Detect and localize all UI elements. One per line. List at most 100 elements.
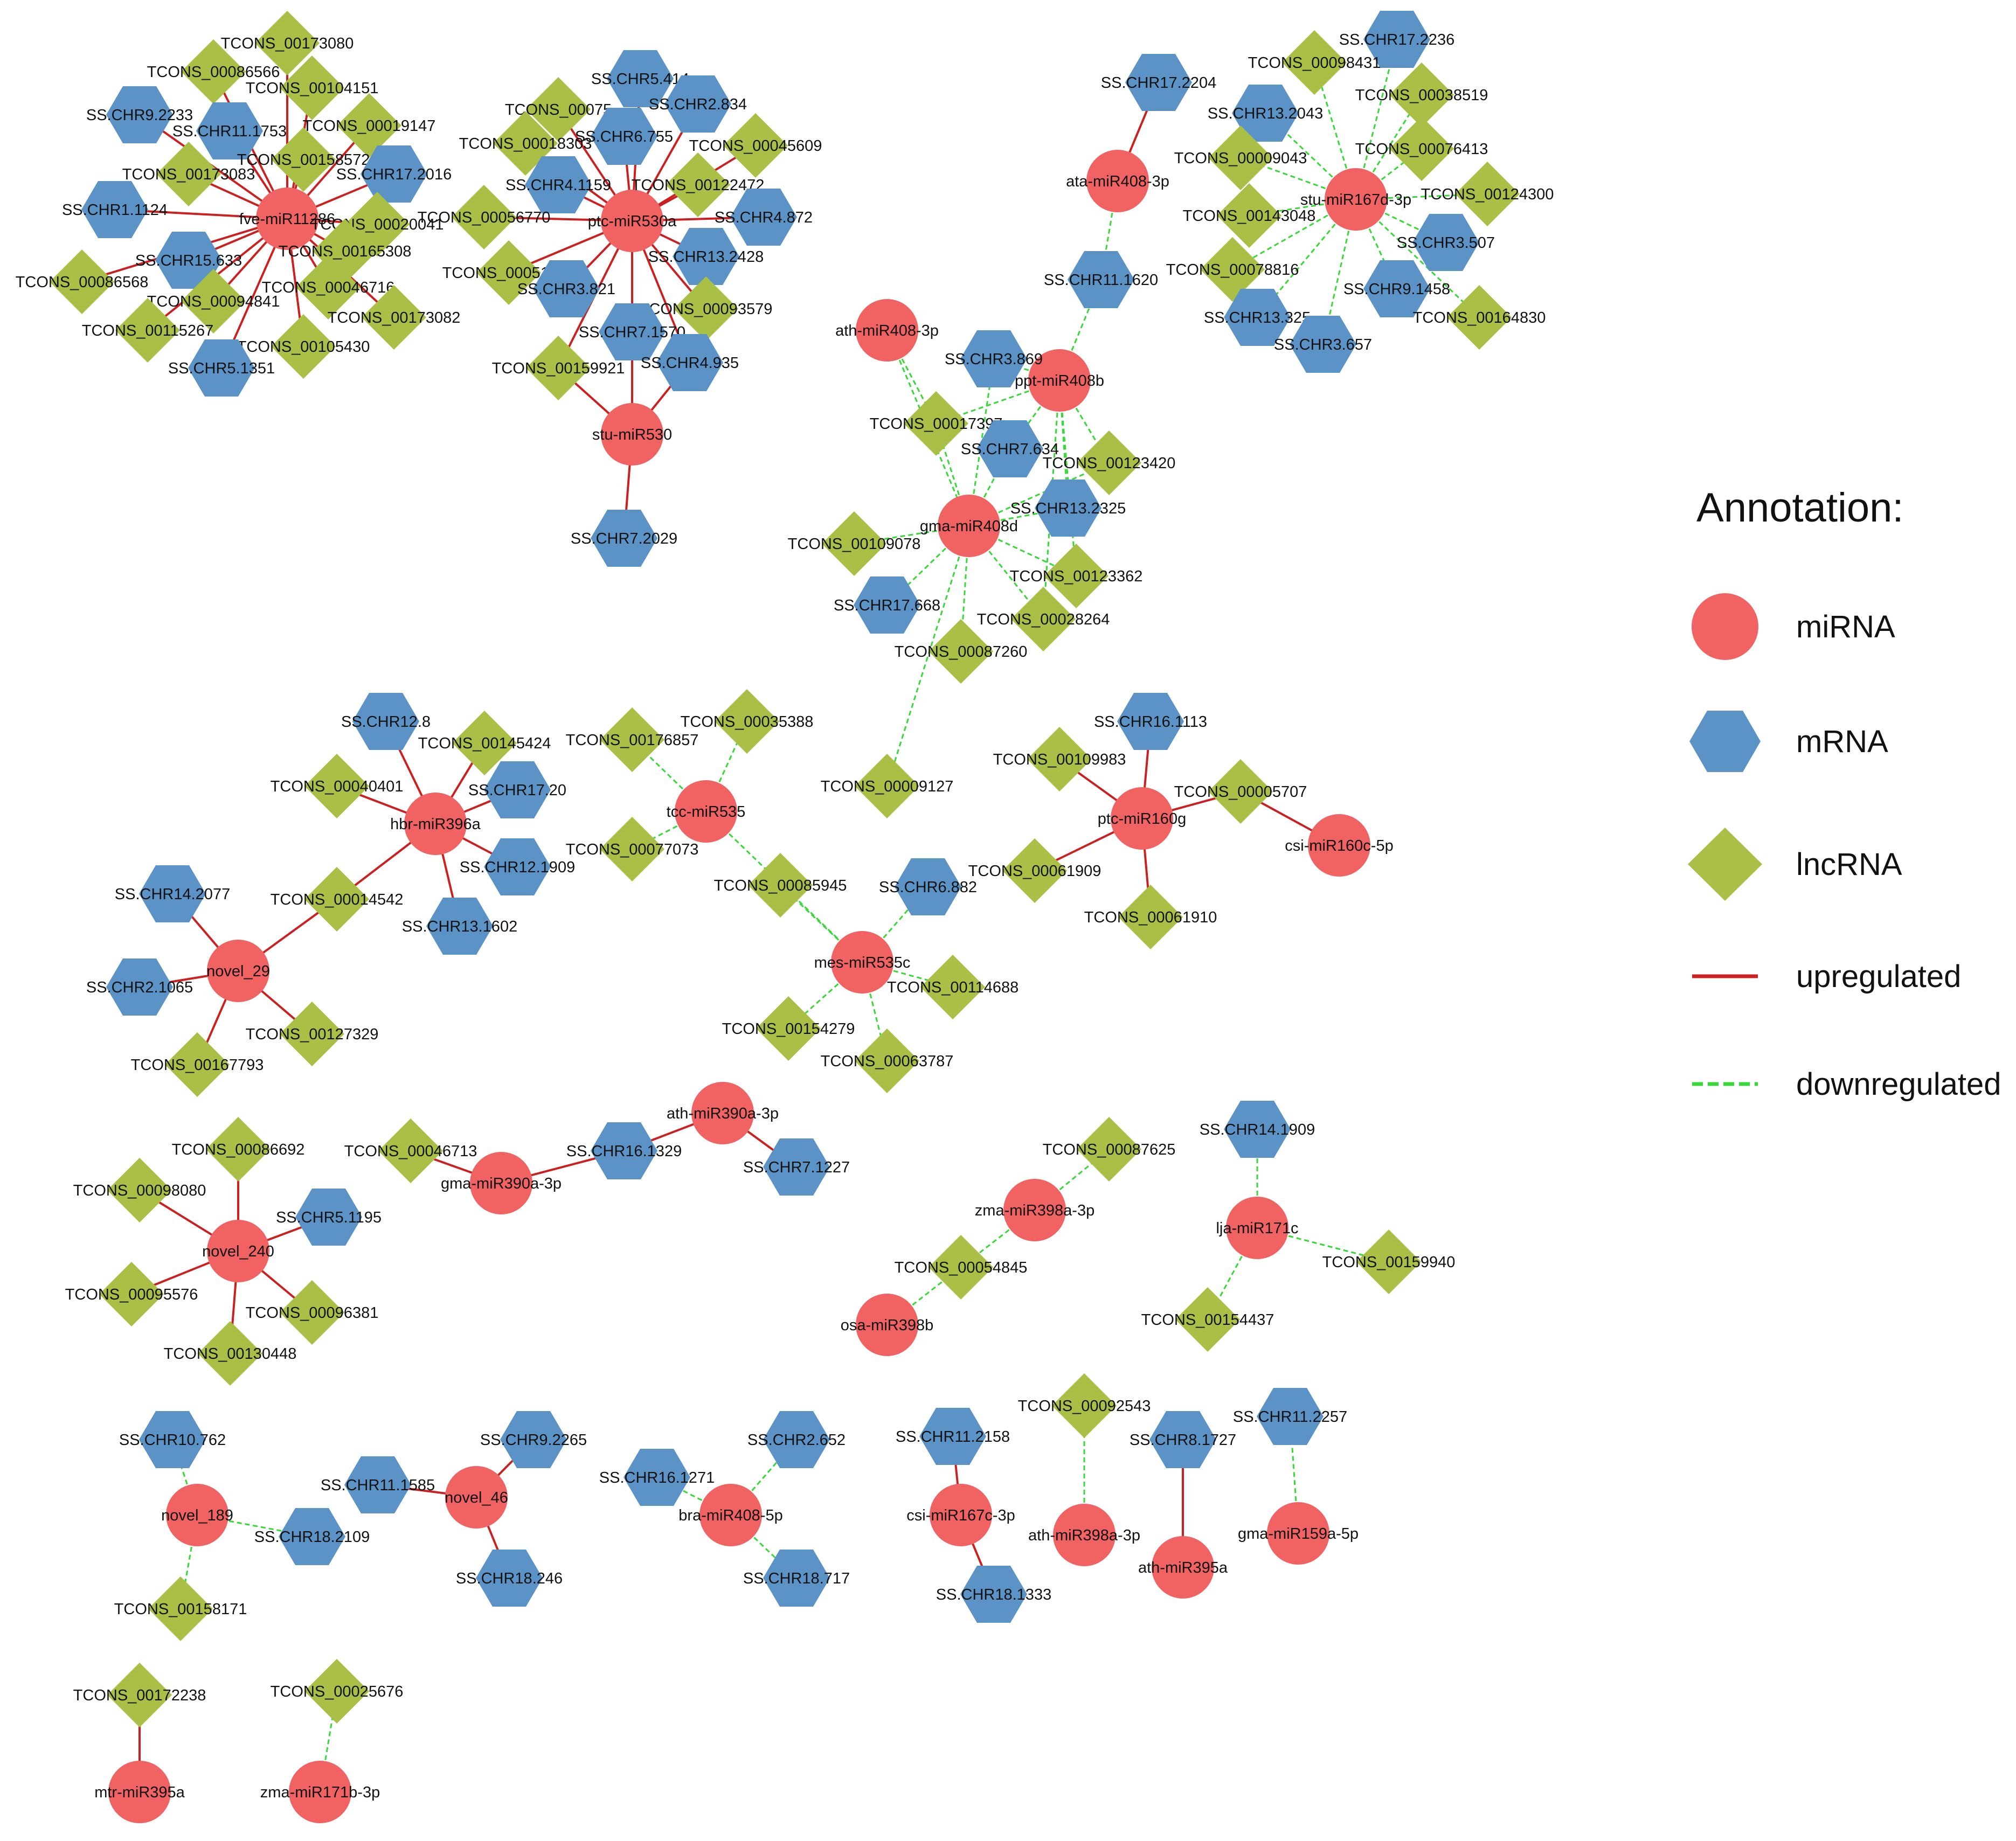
node-tcons-00086568[interactable]: TCONS_00086568	[16, 249, 149, 314]
node-ptc-mir160g[interactable]: ptc-miR160g	[1098, 787, 1186, 850]
node-ss-chr14-2077[interactable]: SS.CHR14.2077	[115, 865, 230, 922]
node-tcons-00096381[interactable]: TCONS_00096381	[246, 1280, 379, 1345]
node-tcons-00028264[interactable]: TCONS_00028264	[977, 587, 1110, 651]
node-tcons-00014542[interactable]: TCONS_00014542	[271, 867, 404, 932]
node-ss-chr14-1909[interactable]: SS.CHR14.1909	[1200, 1101, 1315, 1158]
node-ss-chr16-1271[interactable]: SS.CHR16.1271	[599, 1449, 715, 1506]
node-ss-chr12-8[interactable]: SS.CHR12.8	[341, 693, 431, 750]
node-tcons-00045609[interactable]: TCONS_00045609	[689, 113, 822, 178]
node-ath-mir390a-3p[interactable]: ath-miR390a-3p	[667, 1082, 779, 1144]
node-ss-chr11-2158[interactable]: SS.CHR11.2158	[896, 1408, 1010, 1465]
node-tcons-00104151[interactable]: TCONS_00104151	[246, 55, 379, 120]
node-ss-chr13-325[interactable]: SS.CHR13.325	[1204, 289, 1311, 346]
node-tcons-00105430[interactable]: TCONS_00105430	[237, 314, 370, 379]
node-tcons-00094841[interactable]: TCONS_00094841	[147, 269, 280, 334]
node-ss-chr5-1351[interactable]: SS.CHR5.1351	[168, 339, 275, 397]
node-ss-chr12-1909[interactable]: SS.CHR12.1909	[460, 838, 575, 895]
node-ss-chr9-2265[interactable]: SS.CHR9.2265	[480, 1411, 587, 1468]
node-tcons-00046713[interactable]: TCONS_00046713	[344, 1119, 477, 1183]
node-ss-chr7-1570[interactable]: SS.CHR7.1570	[579, 303, 685, 360]
node-tcons-00124300[interactable]: TCONS_00124300	[1421, 162, 1554, 226]
node-tcons-00122472[interactable]: TCONS_00122472	[632, 152, 765, 217]
node-tcons-00154279[interactable]: TCONS_00154279	[722, 996, 855, 1061]
node-tcons-00046716[interactable]: TCONS_00046716	[262, 255, 395, 319]
node-tcons-00025676[interactable]: TCONS_00025676	[271, 1659, 404, 1724]
node-novel-29[interactable]: novel_29	[206, 940, 270, 1002]
node-ss-chr15-633[interactable]: SS.CHR15.633	[135, 232, 242, 289]
node-tcons-00173082[interactable]: TCONS_00173082	[328, 285, 461, 350]
node-ss-chr11-2257[interactable]: SS.CHR11.2257	[1233, 1388, 1347, 1445]
node-ss-chr3-821[interactable]: SS.CHR3.821	[517, 260, 615, 317]
node-stu-mir530[interactable]: stu-miR530	[592, 403, 672, 466]
node-zma-mir171b-3p[interactable]: zma-miR171b-3p	[260, 1761, 380, 1823]
node-tcons-00109078[interactable]: TCONS_00109078	[788, 511, 921, 576]
node-ss-chr9-1458[interactable]: SS.CHR9.1458	[1343, 260, 1450, 317]
node-tcons-00173083[interactable]: TCONS_00173083	[122, 142, 255, 206]
node-tcons-00061910[interactable]: TCONS_00061910	[1084, 885, 1217, 949]
node-ss-chr13-2325[interactable]: SS.CHR13.2325	[1010, 480, 1126, 537]
node-tcons-00005707[interactable]: TCONS_00005707	[1174, 759, 1307, 824]
node-ss-chr7-1227[interactable]: SS.CHR7.1227	[743, 1138, 850, 1196]
node-ss-chr1-1124[interactable]: SS.CHR1.1124	[62, 181, 168, 238]
node-ath-mir398a-3p[interactable]: ath-miR398a-3p	[1028, 1504, 1140, 1566]
node-tcons-00172238[interactable]: TCONS_00172238	[73, 1663, 206, 1727]
node-tcons-00085945[interactable]: TCONS_00085945	[714, 853, 847, 918]
node-ss-chr2-834[interactable]: SS.CHR2.834	[649, 75, 747, 133]
node-tcons-00092543[interactable]: TCONS_00092543	[1018, 1373, 1151, 1438]
node-ss-chr10-762[interactable]: SS.CHR10.762	[119, 1411, 226, 1468]
node-tcons-00009127[interactable]: TCONS_00009127	[821, 754, 954, 818]
node-ss-chr3-869[interactable]: SS.CHR3.869	[945, 330, 1043, 387]
node-ss-chr16-1113[interactable]: SS.CHR16.1113	[1094, 693, 1207, 750]
node-ss-chr5-1195[interactable]: SS.CHR5.1195	[276, 1189, 382, 1246]
node-ss-chr2-652[interactable]: SS.CHR2.652	[747, 1411, 846, 1468]
node-ptc-mir530a[interactable]: ptc-miR530a	[588, 190, 677, 252]
node-tcons-00009043[interactable]: TCONS_00009043	[1174, 126, 1307, 190]
node-tcons-00098431[interactable]: TCONS_00098431	[1248, 30, 1381, 95]
node-ss-chr17-668[interactable]: SS.CHR17.668	[834, 576, 940, 634]
node-ss-chr3-657[interactable]: SS.CHR3.657	[1274, 316, 1372, 373]
node-tcons-00115267[interactable]: TCONS_00115267	[82, 298, 214, 363]
node-tcons-00109983[interactable]: TCONS_00109983	[993, 727, 1126, 791]
node-novel-240[interactable]: novel_240	[202, 1220, 274, 1282]
node-tcons-00098080[interactable]: TCONS_00098080	[73, 1158, 206, 1222]
node-ss-chr3-507[interactable]: SS.CHR3.507	[1397, 214, 1495, 271]
node-tcons-00061909[interactable]: TCONS_00061909	[968, 838, 1101, 903]
node-ss-chr5-414[interactable]: SS.CHR5.414	[591, 50, 689, 107]
node-osa-mir398b[interactable]: osa-miR398b	[841, 1294, 933, 1356]
node-tcons-00167793[interactable]: TCONS_00167793	[131, 1032, 264, 1097]
node-ss-chr7-634[interactable]: SS.CHR7.634	[961, 420, 1059, 477]
node-tcons-00087260[interactable]: TCONS_00087260	[895, 619, 1028, 684]
node-tcons-00114688[interactable]: TCONS_00114688	[887, 955, 1019, 1019]
node-tcons-00143048[interactable]: TCONS_00143048	[1183, 183, 1316, 248]
node-tcons-00093579[interactable]: TCONS_00093579	[640, 276, 773, 341]
node-tcons-00040401[interactable]: TCONS_00040401	[271, 754, 404, 818]
node-tcons-00130448[interactable]: TCONS_00130448	[164, 1321, 297, 1386]
node-tcons-00035388[interactable]: TCONS_00035388	[681, 689, 814, 754]
node-ss-chr17-2236[interactable]: SS.CHR17.2236	[1339, 11, 1454, 68]
node-hbr-mir396a[interactable]: hbr-miR396a	[390, 793, 481, 855]
node-fve-mir11286[interactable]: fve-miR11286	[239, 187, 335, 250]
node-ss-chr4-872[interactable]: SS.CHR4.872	[715, 189, 813, 246]
node-tcons-00159921[interactable]: TCONS_00159921	[492, 336, 625, 400]
node-ss-chr13-2428[interactable]: SS.CHR13.2428	[648, 228, 764, 285]
node-ss-chr18-246[interactable]: SS.CHR18.246	[456, 1550, 563, 1607]
node-tcons-00164830[interactable]: TCONS_00164830	[1413, 285, 1546, 350]
node-csi-mir167c-3p[interactable]: csi-miR167c-3p	[906, 1484, 1015, 1546]
node-novel-189[interactable]: novel_189	[161, 1484, 233, 1546]
node-mes-mir535c[interactable]: mes-miR535c	[814, 931, 911, 994]
node-ss-chr18-1333[interactable]: SS.CHR18.1333	[936, 1566, 1051, 1623]
node-tcons-00154437[interactable]: TCONS_00154437	[1141, 1287, 1274, 1352]
node-ss-chr7-2029[interactable]: SS.CHR7.2029	[571, 510, 677, 567]
node-tcons-00063787[interactable]: TCONS_00063787	[821, 1029, 954, 1093]
node-tcons-00017397[interactable]: TCONS_00017397	[870, 391, 1003, 456]
node-gma-mir408d[interactable]: gma-miR408d	[920, 495, 1018, 557]
node-mtr-mir395a[interactable]: mtr-miR395a	[94, 1761, 185, 1823]
node-ata-mir408-3p[interactable]: ata-miR408-3p	[1066, 150, 1169, 212]
node-ss-chr18-717[interactable]: SS.CHR18.717	[743, 1550, 850, 1607]
node-ss-chr11-1585[interactable]: SS.CHR11.1585	[321, 1456, 435, 1513]
node-tcons-00158171[interactable]: TCONS_00158171	[114, 1576, 247, 1641]
node-ss-chr17-2204[interactable]: SS.CHR17.2204	[1101, 54, 1216, 111]
node-ss-chr11-1620[interactable]: SS.CHR11.1620	[1044, 251, 1158, 308]
node-csi-mir160c-5p[interactable]: csi-miR160c-5p	[1285, 814, 1394, 877]
node-tcons-00123362[interactable]: TCONS_00123362	[1010, 544, 1143, 608]
